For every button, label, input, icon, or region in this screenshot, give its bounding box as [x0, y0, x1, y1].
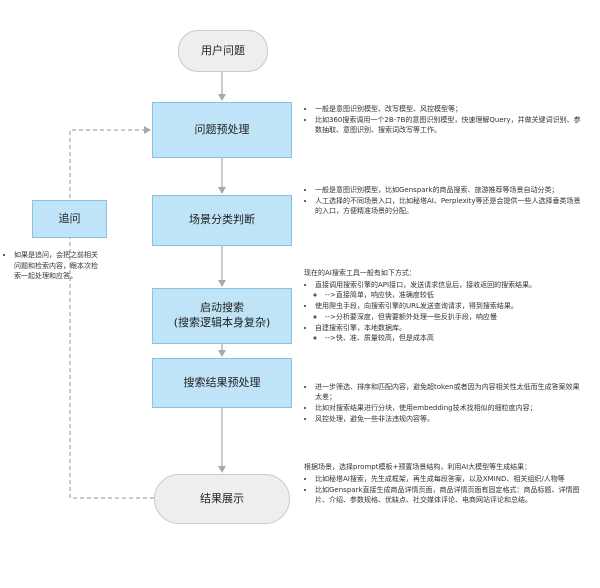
note-display: 根据场景，选择prompt模板+预置场景结构，利用AI大模型等生成结果： 比如秘…: [304, 462, 586, 507]
note-item: 比如秘塔AI搜索，先生成框架，再生成每段答案，以及XMIND、相关组织/人物等: [315, 474, 586, 484]
node-scene-classification: 场景分类判断: [152, 195, 292, 246]
note-item: 比如Genspark直接生成商品详情页面，商品详情页面有固定格式：商品标题、详情…: [315, 485, 586, 505]
note-item-text: 自建搜索引擎，本地数据库。: [315, 323, 406, 332]
followup-note: 如果是追问，会把之前相关问题和检索内容，跟本次检索一起处理和应答。: [4, 250, 104, 282]
loop-display-to-followup: [69, 238, 154, 499]
node-label: 搜索结果预处理: [183, 375, 261, 389]
note-item: 风控处理，避免一些非法违规内容等。: [315, 414, 586, 424]
node-label-line2: (搜索逻辑本身复杂): [173, 316, 271, 329]
note-item: 进一步筛选、排序和匹配内容，避免超token或者因为内容相关性太低而生成答案效果…: [315, 382, 586, 402]
node-user-question: 用户问题: [178, 30, 268, 72]
note-subitem: -->快、准、质量较高，但是成本高: [325, 333, 586, 343]
node-label: 结果展示: [200, 491, 244, 505]
node-result-display: 结果展示: [154, 474, 290, 524]
note-intro: 现在的AI搜索工具一般有如下方式：: [304, 269, 416, 277]
note-item: 人工选择的不同场景入口，比如秘塔AI、Perplexity等还是会提供一些人选择…: [315, 196, 586, 216]
node-label: 场景分类判断: [189, 213, 255, 227]
node-result-preprocess: 搜索结果预处理: [152, 358, 292, 408]
note-intro: 根据场景，选择prompt模板+预置场景结构，利用AI大模型等生成结果：: [304, 463, 532, 471]
node-label: 用户问题: [201, 43, 245, 57]
node-label: 问题预处理: [194, 122, 250, 136]
note-item: 使用爬虫手段，向搜索引擎的URL发送查询请求，得到搜索结果。 -->分析要深度，…: [315, 301, 586, 321]
note-scene: 一般是意图识别模型，比如Genspark的商品搜索、旅游推荐等场景自动分类； 人…: [304, 185, 586, 217]
note-item: 一般是意图识别模型，比如Genspark的商品搜索、旅游推荐等场景自动分类；: [315, 185, 586, 195]
followup-note-text: 如果是追问，会把之前相关问题和检索内容，跟本次检索一起处理和应答。: [14, 250, 104, 282]
loop-followup-to-preprocess: [69, 126, 151, 198]
note-subitem: -->直接简单，响应快，准确度较低: [325, 290, 586, 300]
note-search: 现在的AI搜索工具一般有如下方式： 直接调用搜索引擎的API接口，发送请求信息后…: [304, 268, 586, 344]
node-start-search: 启动搜索 (搜索逻辑本身复杂): [152, 288, 292, 344]
note-item: 比如360搜索调用一个2B-7B的意图识别模型，快速理解Query，并做关键词识…: [315, 115, 586, 135]
note-item: 自建搜索引擎，本地数据库。 -->快、准、质量较高，但是成本高: [315, 323, 586, 343]
node-label: 追问: [58, 211, 81, 225]
note-postprocess: 进一步筛选、排序和匹配内容，避免超token或者因为内容相关性太低而生成答案效果…: [304, 382, 586, 426]
node-followup: 追问: [32, 200, 107, 238]
node-preprocess: 问题预处理: [152, 102, 292, 158]
note-preprocess: 一般是意图识别模型、改写模型、风控模型等； 比如360搜索调用一个2B-7B的意…: [304, 104, 586, 136]
note-item-text: 直接调用搜索引擎的API接口，发送请求信息后，接收返回的搜索结果。: [315, 281, 537, 290]
note-item: 直接调用搜索引擎的API接口，发送请求信息后，接收返回的搜索结果。 -->直接简…: [315, 280, 586, 300]
note-item: 比如对搜索结果进行分块，使用embedding技术找相似的细粒度内容；: [315, 403, 586, 413]
note-item: 一般是意图识别模型、改写模型、风控模型等；: [315, 104, 586, 114]
node-label-line1: 启动搜索: [200, 301, 244, 315]
note-subitem: -->分析要深度，但需要额外处理一些反扒手段，响应慢: [325, 312, 586, 322]
note-item-text: 使用爬虫手段，向搜索引擎的URL发送查询请求，得到搜索结果。: [315, 302, 518, 311]
